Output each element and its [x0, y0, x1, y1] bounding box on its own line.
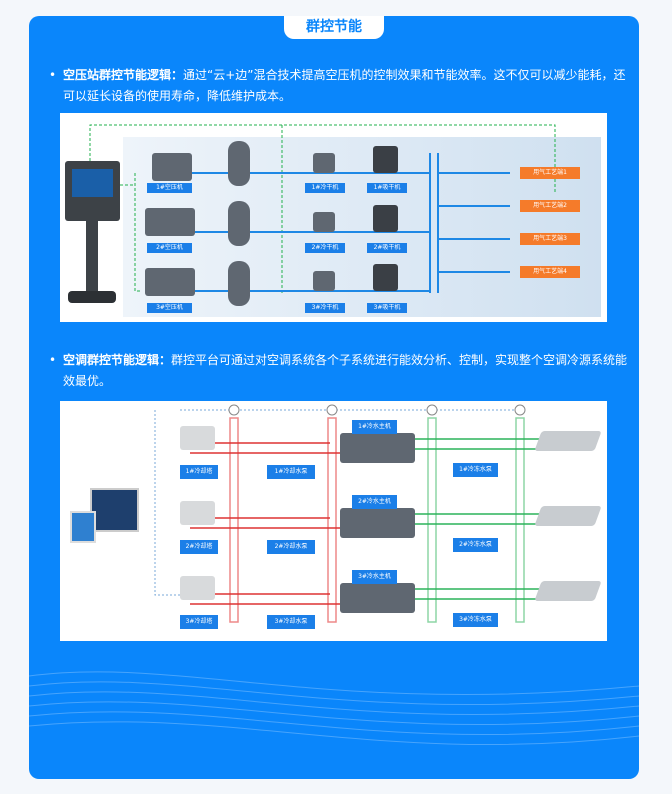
hvac-diagram: 1#冷却塔 2#冷却塔 3#冷却塔 1#冷却水泵 2#冷却水泵 3#冷却水泵 1…	[60, 401, 607, 641]
equipment-icon	[534, 581, 602, 601]
diagram-label: 1#空压机	[147, 183, 192, 193]
diagram-label: 1#冷却水泵	[267, 465, 315, 479]
equipment-icon	[373, 146, 398, 173]
body-text: 群控平台可通过对空调系统各个子系统进行能效分析、控制，实现整个空调冷源系统能效最…	[63, 353, 628, 388]
equipment-icon	[340, 508, 415, 538]
diagram-label: 3#冷水主机	[352, 570, 397, 584]
equipment-icon	[313, 212, 335, 232]
control-panel-icon	[65, 161, 120, 221]
diagram-label: 用气工艺端3	[520, 233, 580, 245]
heading: 空压站群控节能逻辑：	[63, 68, 184, 82]
air-compressor-description: • 空压站群控节能逻辑：通过“云+边”混合技术提高空压机的控制效果和节能效率。这…	[49, 65, 633, 107]
bullet-icon: •	[49, 68, 57, 82]
diagram-label: 3#吸干机	[367, 303, 407, 313]
tank-icon	[228, 261, 250, 306]
compressor-icon	[145, 268, 195, 296]
bullet-icon: •	[49, 353, 57, 367]
equipment-icon	[534, 431, 602, 451]
equipment-icon	[180, 501, 215, 525]
tank-icon	[228, 141, 250, 186]
equipment-icon	[340, 433, 415, 463]
equipment-icon	[373, 205, 398, 232]
computer-icon	[90, 488, 139, 532]
equipment-icon	[373, 264, 398, 291]
equipment-icon	[313, 153, 335, 173]
diagram-label: 1#吸干机	[367, 183, 407, 193]
diagram-label: 1#冷干机	[305, 183, 345, 193]
diagram-label: 3#冷冻水泵	[453, 613, 498, 627]
diagram-label: 3#冷干机	[305, 303, 345, 313]
diagram-label: 2#冷却水泵	[267, 540, 315, 554]
wave-decoration	[29, 671, 639, 746]
diagram-label: 用气工艺端1	[520, 167, 580, 179]
tablet-icon	[70, 511, 96, 543]
diagram-label: 用气工艺端4	[520, 266, 580, 278]
equipment-icon	[180, 576, 215, 600]
diagram-label: 3#冷却水泵	[267, 615, 315, 629]
diagram-label: 3#空压机	[147, 303, 192, 313]
equipment-icon	[180, 426, 215, 450]
diagram-label: 3#冷却塔	[180, 615, 218, 629]
diagram-label: 1#冷水主机	[352, 420, 397, 434]
tank-icon	[228, 201, 250, 246]
diagram-label: 2#冷水主机	[352, 495, 397, 509]
compressor-icon	[152, 153, 192, 181]
diagram-label: 2#空压机	[147, 243, 192, 253]
equipment-icon	[313, 271, 335, 291]
diagram-label: 1#冷冻水泵	[453, 463, 498, 477]
body-text: 通过“云+边”混合技术提高空压机的控制效果和节能效率。这不仅可以减少能耗，还可以…	[63, 68, 626, 103]
diagram-label: 2#冷冻水泵	[453, 538, 498, 552]
hvac-description: • 空调群控节能逻辑：群控平台可通过对空调系统各个子系统进行能效分析、控制，实现…	[49, 350, 633, 392]
equipment-icon	[534, 506, 602, 526]
air-compressor-diagram: 1#空压机 2#空压机 3#空压机 1#冷干机 2#冷干机 3#冷干机 1#吸干…	[60, 113, 607, 322]
section-title: 群控节能	[284, 16, 384, 39]
equipment-icon	[340, 583, 415, 613]
compressor-icon	[145, 208, 195, 236]
diagram-label: 2#冷干机	[305, 243, 345, 253]
diagram-label: 2#吸干机	[367, 243, 407, 253]
diagram-label: 1#冷却塔	[180, 465, 218, 479]
diagram-label: 用气工艺端2	[520, 200, 580, 212]
diagram-label: 2#冷却塔	[180, 540, 218, 554]
heading: 空调群控节能逻辑：	[63, 353, 172, 367]
content-card: 群控节能 • 空压站群控节能逻辑：通过“云+边”混合技术提高空压机的控制效果和节…	[29, 16, 639, 779]
